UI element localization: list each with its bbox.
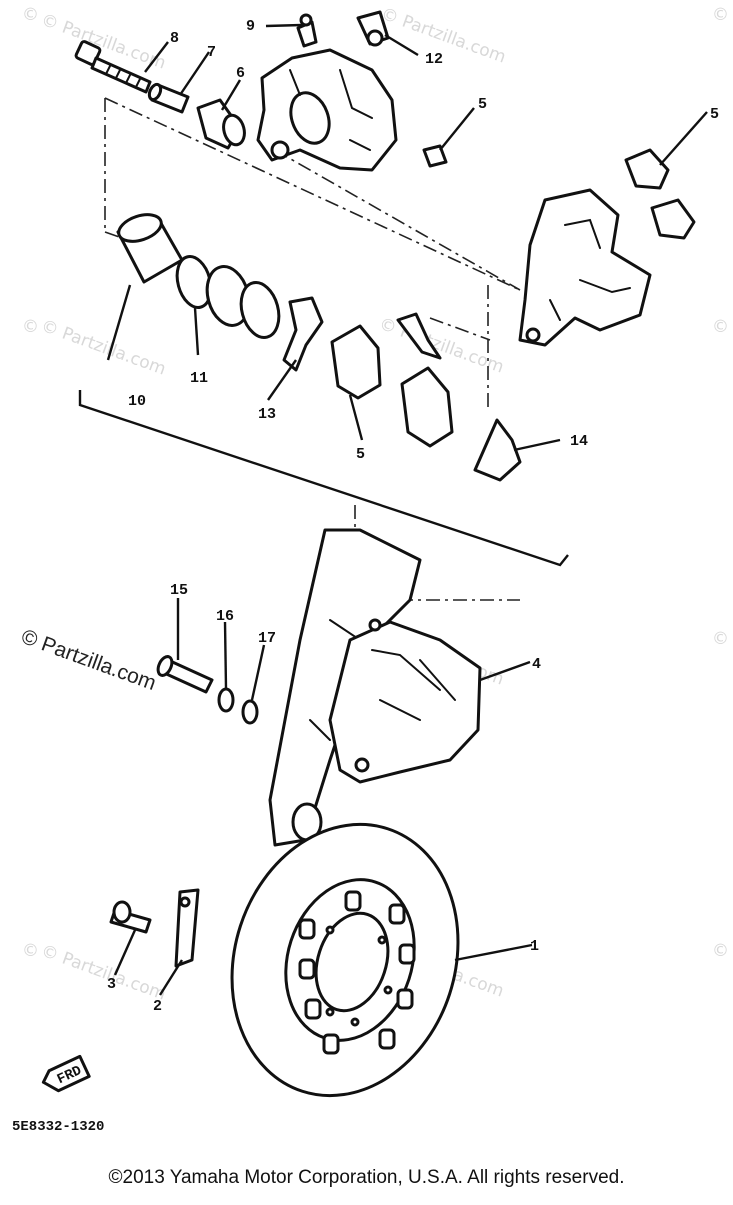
watermark-text: © Partzilla.com bbox=[38, 941, 168, 1005]
part-5-slide-pins[interactable] bbox=[624, 148, 696, 240]
callout-5-bolt: 5 bbox=[478, 96, 487, 113]
watermark-mark: © bbox=[712, 941, 729, 961]
part-1-brake-disc[interactable] bbox=[198, 795, 493, 1125]
caliper-body-upper[interactable] bbox=[256, 48, 398, 172]
watermark-mark: © bbox=[712, 317, 729, 337]
part-11-seals[interactable] bbox=[172, 253, 285, 342]
part-14-shim[interactable] bbox=[473, 418, 522, 482]
diagram-code: 5E8332-1320 bbox=[12, 1119, 104, 1135]
callout-4: 4 bbox=[532, 656, 541, 673]
callout-16: 16 bbox=[216, 608, 234, 625]
callout-17: 17 bbox=[258, 630, 276, 647]
part-13-pad-spring[interactable] bbox=[282, 296, 324, 372]
watermark-text: © Partzilla.com bbox=[38, 316, 168, 380]
watermark-mark: © bbox=[22, 5, 39, 25]
front-direction-badge: FRD bbox=[41, 1054, 91, 1093]
part-4-caliper-assembly[interactable] bbox=[328, 618, 482, 784]
watermark-text-prominent: © Partzilla.com bbox=[18, 625, 159, 695]
part-15-bolt[interactable] bbox=[155, 654, 214, 694]
part-16-washer[interactable] bbox=[217, 687, 235, 713]
part-2-lock-plate[interactable] bbox=[174, 888, 200, 968]
copyright-notice: ©2013 Yamaha Motor Corporation, U.S.A. A… bbox=[108, 1167, 625, 1188]
callout-7: 7 bbox=[207, 44, 216, 61]
caliper-kit-bracket bbox=[78, 390, 569, 567]
watermark-mark: © bbox=[22, 941, 39, 961]
callout-10: 10 bbox=[128, 393, 146, 410]
callout-14: 14 bbox=[570, 433, 588, 450]
callout-8: 8 bbox=[170, 30, 179, 47]
callout-3: 3 bbox=[107, 976, 116, 993]
watermark-mark: © bbox=[712, 629, 729, 649]
leader-lines bbox=[106, 23, 708, 996]
caliper-bracket-right[interactable] bbox=[518, 188, 652, 347]
watermark-mark: © bbox=[22, 317, 39, 337]
callout-9: 9 bbox=[246, 18, 255, 35]
callout-13: 13 bbox=[258, 406, 276, 423]
callout-11: 11 bbox=[190, 370, 208, 387]
callout-12: 12 bbox=[425, 51, 443, 68]
callout-15: 15 bbox=[170, 582, 188, 599]
part-5-brake-pads[interactable] bbox=[330, 312, 454, 448]
callout-1: 1 bbox=[530, 938, 539, 955]
part-7-sleeve[interactable] bbox=[147, 82, 190, 114]
watermark-mark: © bbox=[712, 5, 729, 25]
part-17-washer[interactable] bbox=[241, 699, 259, 725]
part-5-bolt-upper[interactable] bbox=[422, 144, 448, 168]
part-9-bleed-screw[interactable] bbox=[296, 13, 318, 48]
callout-5-pads: 5 bbox=[356, 446, 365, 463]
callout-2: 2 bbox=[153, 998, 162, 1015]
callout-5-pins: 5 bbox=[710, 106, 719, 123]
callout-labels: 1 2 3 4 5 5 5 6 7 8 9 10 11 12 13 14 15 … bbox=[107, 18, 719, 1015]
part-6-boot[interactable] bbox=[196, 98, 248, 150]
part-10-piston[interactable] bbox=[115, 210, 184, 284]
part-8-bolt[interactable] bbox=[74, 40, 152, 94]
watermark-text: © Partzilla.com bbox=[378, 4, 508, 68]
part-3-bolt[interactable] bbox=[109, 900, 152, 934]
callout-6: 6 bbox=[236, 65, 245, 82]
watermark-text: © Partzilla.com bbox=[376, 314, 506, 378]
